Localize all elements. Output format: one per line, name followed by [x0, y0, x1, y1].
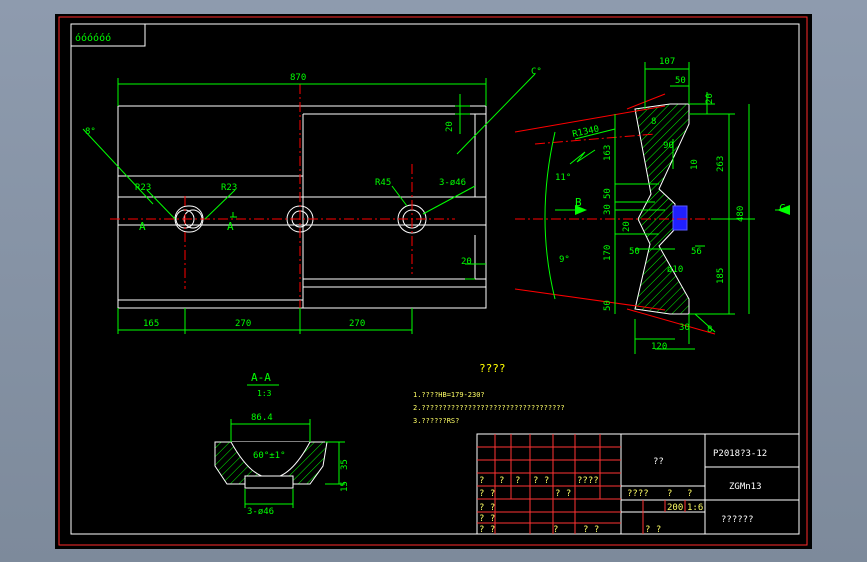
tb-q-15: ?: [687, 489, 692, 499]
tb-company: ??????: [721, 515, 754, 525]
corner-tag: óóóóóó: [75, 32, 111, 44]
dim-d30: 30: [603, 204, 613, 215]
dim-d20b: 20: [622, 221, 632, 232]
tb-q-1: ?: [479, 476, 484, 486]
section-w864: 86.4: [251, 413, 273, 423]
dim-d10: 10: [690, 159, 700, 170]
angle-top: C°: [531, 67, 542, 77]
section-a-right: A: [227, 220, 234, 233]
tb-val-200: 200: [667, 503, 683, 513]
view-b-label: B: [575, 196, 582, 209]
dim-d8: 8: [707, 325, 712, 335]
cad-drawing[interactable]: óóóóóó: [55, 14, 812, 549]
dim-d170: 170: [603, 245, 613, 261]
dim-overall-length: 870: [290, 73, 306, 83]
corner-tag-box: [70, 23, 146, 47]
dim-d20: 20: [705, 93, 715, 104]
note-3: 3.??????RS?: [413, 417, 459, 425]
tb-val-scale: 1:6: [687, 503, 703, 513]
section-a-left: A: [139, 220, 146, 233]
dim-d185: 185: [716, 268, 726, 284]
tb-q-2: ?: [499, 476, 504, 486]
tb-q-7: ? ?: [555, 489, 571, 499]
technical-notes: ???? 1.????HB=179-230? 2.???????????????…: [413, 362, 565, 425]
side-profile: [634, 103, 690, 315]
dim-d50b: 50: [603, 300, 613, 311]
r23-left: R23: [135, 183, 151, 193]
view-c-label: C: [779, 202, 786, 215]
section-scale: 1:3: [257, 389, 272, 398]
section-h35: 35: [340, 459, 350, 470]
drawing-frame: [70, 23, 800, 535]
dim-d56: 56: [691, 247, 702, 257]
tb-q-13: ? ?: [645, 525, 661, 535]
dim-20-top: 20: [445, 121, 455, 132]
radius-r1340: R1340: [572, 125, 601, 140]
dim-w50: 50: [675, 76, 686, 86]
outer-border: [58, 16, 808, 546]
note-1: 1.????HB=179-230?: [413, 391, 485, 399]
tb-q-14: ?: [667, 489, 672, 499]
angle-9: 9°: [559, 255, 570, 265]
tb-q-3: ?: [515, 476, 520, 486]
dim-d50c: 50: [629, 247, 640, 257]
drawing-sheet[interactable]: óóóóóó: [55, 14, 812, 549]
dim-d8b: 8: [651, 117, 656, 127]
r23-right: R23: [221, 183, 237, 193]
tb-part-name: ??: [653, 457, 664, 467]
front-outline: [117, 105, 487, 309]
tb-q-11: ?: [553, 525, 558, 535]
side-view: 107 50 20 R1340 11° 9° 163 50 30 20 170 …: [514, 57, 790, 354]
dim-20-bottom: 20: [461, 257, 472, 267]
dim-d90: 90: [663, 141, 674, 151]
tb-mid-label: ????: [627, 489, 649, 499]
tb-q-4: ? ?: [533, 476, 549, 486]
section-h15: 15: [340, 481, 350, 492]
dim-d810: ø10: [667, 265, 683, 275]
span-270-a: 270: [235, 319, 251, 329]
notes-heading: ????: [479, 362, 506, 375]
tb-q-8: ? ?: [479, 503, 495, 513]
dim-d263: 263: [716, 156, 726, 172]
dim-d163: 163: [603, 145, 613, 161]
tb-drawing-no: P2018?3-12: [713, 449, 767, 459]
title-block: ? ? ? ? ? ???? ? ? ? ? ? ? ? ? ? ? ? ? ?…: [476, 433, 800, 535]
tb-material: ZGMn13: [729, 482, 762, 492]
holes-label: 3-ø46: [439, 178, 466, 188]
tb-q-5: ????: [577, 476, 599, 486]
tb-q-12: ? ?: [583, 525, 599, 535]
span-270-b: 270: [349, 319, 365, 329]
dim-d30b: 30: [679, 323, 690, 333]
tb-q-10: ? ?: [479, 525, 495, 535]
span-165: 165: [143, 319, 159, 329]
tb-q-6: ? ?: [479, 489, 495, 499]
section-title: A-A: [251, 371, 271, 384]
dim-d120: 120: [651, 342, 667, 352]
front-view: 870 20 20 8° C° R23 R23 R45 3-ø46 A A 16…: [82, 67, 542, 334]
angle-left: 8°: [85, 127, 96, 137]
angle-11: 11°: [555, 173, 571, 183]
dim-w107: 107: [659, 57, 675, 67]
section-holes: 3-ø46: [247, 507, 274, 517]
dim-d480: 480: [736, 206, 746, 222]
note-2: 2.??????????????????????????????????: [413, 404, 565, 412]
dim-d50a: 50: [603, 188, 613, 199]
r45-label: R45: [375, 178, 391, 188]
bolt-section: [672, 205, 688, 231]
tb-q-9: ? ?: [479, 514, 495, 524]
section-angle: 60°±1°: [253, 451, 286, 461]
section-a-a: A-A 1:3 86.4 60°±1° 35 15 3-ø46: [214, 371, 350, 517]
